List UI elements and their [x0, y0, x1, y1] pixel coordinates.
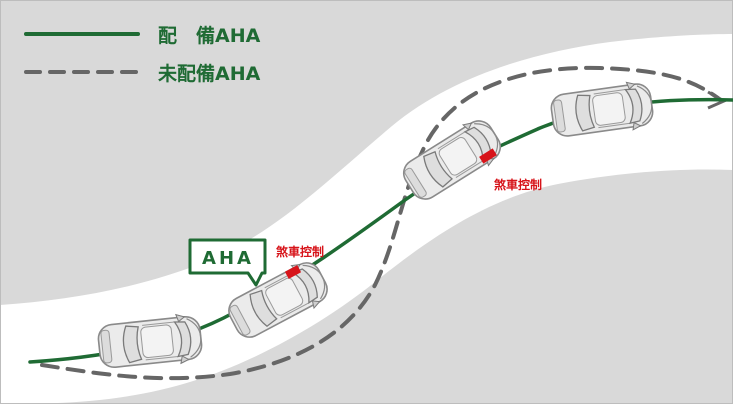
- brake-control-label: 煞車控制: [494, 177, 542, 192]
- without-aha-path: [40, 65, 720, 381]
- legend-with-aha-label: 配 備AHA: [158, 24, 261, 47]
- callout-aha-label: AHA: [202, 248, 254, 269]
- brake-light: [284, 265, 302, 279]
- brake-light: [479, 148, 497, 164]
- road: [0, 34, 733, 404]
- legend-without-aha-label: 未配備AHA: [157, 62, 261, 85]
- brake-control-label: 煞車控制: [276, 244, 324, 259]
- speech-bubble-icon: [188, 238, 267, 287]
